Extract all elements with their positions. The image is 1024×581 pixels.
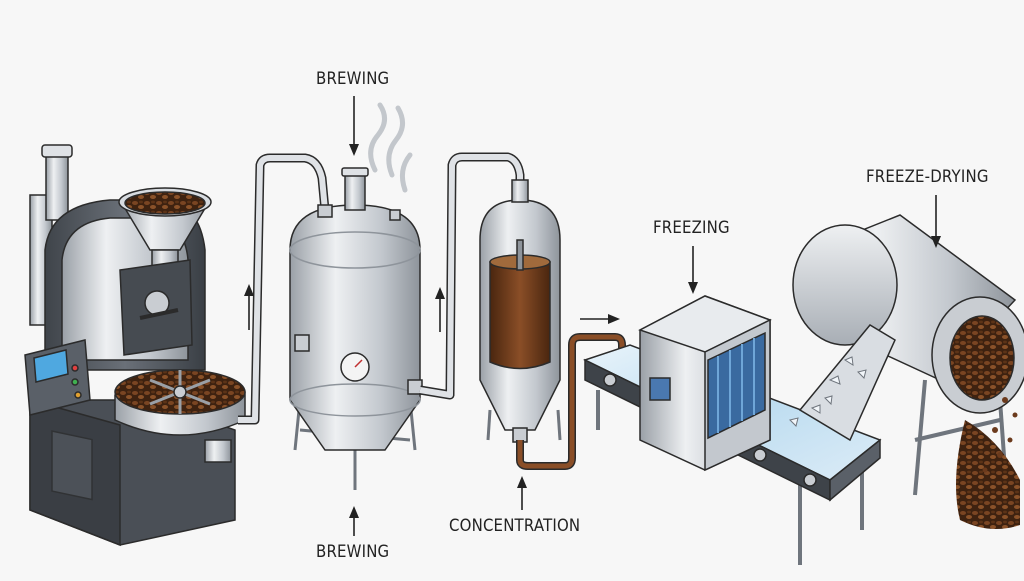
label-arrow-brewing-top: [349, 96, 359, 156]
label-freezing: FREEZING: [653, 218, 730, 238]
pipe-brewer-to-concentrator: [419, 152, 525, 400]
freeze-dryer: [789, 214, 1024, 529]
brewing-tank: [289, 167, 423, 490]
label-arrow-brewing-bottom: [349, 506, 359, 536]
tunnel-panel: [707, 331, 766, 440]
label-freeze-drying: FREEZE-DRYING: [866, 167, 989, 187]
dried-coffee: [949, 315, 1015, 401]
flow-arrow-3: [580, 314, 620, 324]
pipe-roaster-to-brewer: [238, 153, 330, 425]
flow-arrow-2: [435, 287, 445, 332]
label-brewing-bottom: BREWING: [316, 542, 390, 562]
coffee-extract: [489, 261, 551, 370]
roaster-machine: [24, 144, 246, 547]
coffee-pipe: [516, 333, 626, 470]
freezing-tunnel: [583, 295, 882, 565]
concentration-tank: [479, 179, 562, 443]
steam-icon: [368, 102, 413, 193]
vent-grille: [649, 377, 671, 401]
label-arrow-concentration: [517, 476, 527, 510]
control-screen: [33, 349, 69, 383]
flow-arrow-1: [244, 284, 254, 330]
feed-chute: [798, 324, 896, 442]
label-arrow-freezing: [688, 246, 698, 294]
label-concentration: CONCENTRATION: [449, 516, 581, 536]
label-brewing-top: BREWING: [316, 69, 390, 89]
label-arrow-freeze-drying: [931, 195, 941, 248]
